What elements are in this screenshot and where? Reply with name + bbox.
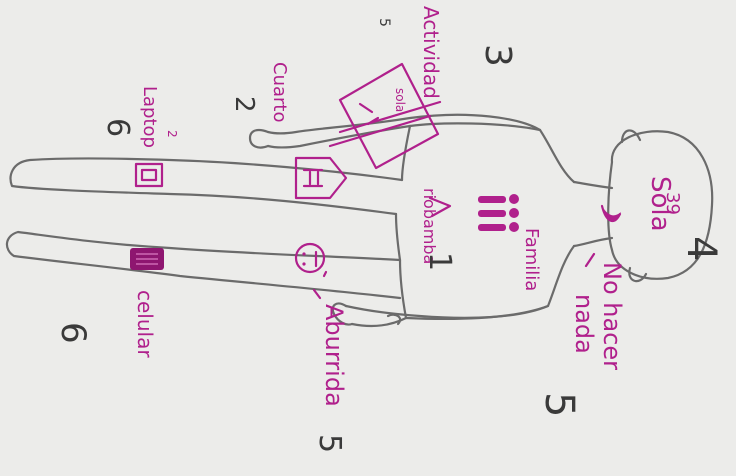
celular-annotation: celular 6	[53, 248, 164, 358]
house-icon	[296, 158, 346, 198]
cuarto-number: 2	[229, 96, 259, 113]
no-hacer-annotation: No hacer nada 5	[536, 254, 626, 417]
arm-bottom	[346, 306, 548, 318]
family-icon: Familia	[478, 194, 542, 291]
aburrida-number: 5	[312, 434, 347, 453]
leg-top	[11, 159, 402, 215]
laptop-label: Laptop	[139, 86, 160, 148]
head-annotation: 39 Sola 4	[602, 176, 724, 261]
head-number: 4	[678, 236, 724, 261]
cuarto-annotation: Cuarto 2	[229, 62, 346, 198]
laptop-annotation: Laptop 2 6	[100, 86, 179, 186]
leg-bottom	[7, 232, 400, 298]
riobamba-number: 1	[422, 252, 457, 271]
actividad-annotation: sola Actividad 3 5	[330, 6, 518, 168]
aburrida-annotation: Aburrida 5	[296, 244, 348, 453]
aburrida-label: Aburrida	[320, 304, 348, 407]
sola-label: Sola	[645, 176, 675, 232]
no-hacer-label-line2: nada	[570, 294, 598, 354]
sad-face-icon	[296, 244, 324, 272]
actividad-small-number: 5	[376, 18, 392, 27]
celular-label: celular	[133, 290, 157, 358]
laptop-small-number: 2	[165, 130, 179, 138]
laptop-icon	[136, 164, 162, 186]
familia-label: Familia	[521, 228, 542, 291]
sheet-text: sola	[393, 88, 407, 112]
torso-outline	[410, 123, 574, 182]
actividad-label: Actividad	[419, 6, 443, 99]
hand-top	[250, 130, 268, 148]
cuarto-label: Cuarto	[269, 62, 290, 122]
laptop-big-number: 6	[100, 118, 135, 137]
riobamba-annotation: riobamba 1	[420, 188, 457, 271]
actividad-big-number: 3	[477, 44, 518, 67]
no-hacer-label-line1: No hacer	[598, 262, 626, 370]
celular-number: 6	[53, 322, 93, 344]
no-hacer-number: 5	[536, 392, 582, 417]
